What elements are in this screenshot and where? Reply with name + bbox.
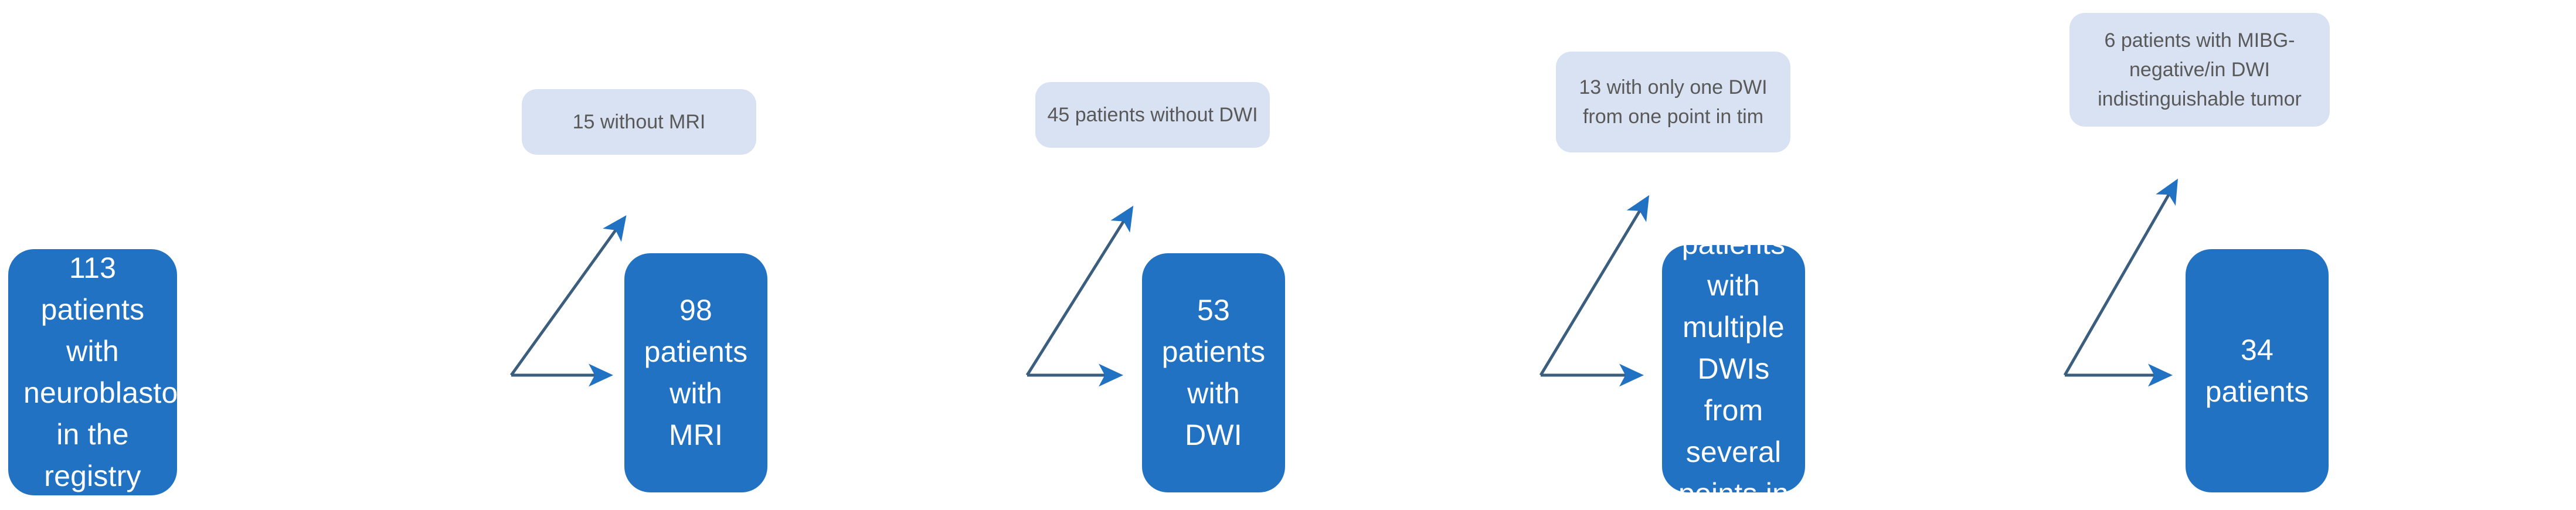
exclusion-node-15-without-mri[interactable]: 15 without MRI: [522, 89, 756, 155]
exclusion-node-label: 6 patients with MIBG-negative/in DWI ind…: [2098, 29, 2302, 111]
exclusion-node-6-mibg-negative[interactable]: 6 patients with MIBG-negative/in DWI ind…: [2069, 13, 2330, 127]
flow-node-label: 34 patients: [2205, 333, 2309, 408]
flow-node-label: 53 patients with DWI: [1161, 294, 1266, 451]
exclusion-node-label: 45 patients without DWI: [1047, 103, 1258, 126]
exclusion-node-13-one-dwi[interactable]: 13 with only one DWI from one point in t…: [1556, 52, 1790, 152]
connector-n2-e2: [1025, 205, 1134, 376]
flow-node-113-patients[interactable]: 113 patients with neuroblastoma in the r…: [8, 249, 219, 495]
flow-node-label: 113 patients with neuroblastoma in the r…: [23, 251, 219, 492]
exclusion-node-label: 15 without MRI: [572, 110, 706, 133]
exclusion-node-label: 13 with only one DWI from one point in t…: [1579, 76, 1768, 128]
flow-node-label: 40 patients with multiple DWIs from seve…: [1678, 185, 1789, 510]
flow-node-40-patients[interactable]: 40 patients with multiple DWIs from seve…: [1662, 186, 1805, 510]
connector-n3-e3: [1539, 195, 1650, 376]
exclusion-node-45-without-dwi[interactable]: 45 patients without DWI: [1035, 82, 1270, 148]
connector-n1-e1: [509, 215, 627, 376]
flow-node-34-patients[interactable]: 34 patients: [2186, 249, 2329, 492]
connector-n4-e4: [2063, 178, 2178, 376]
flow-node-53-patients[interactable]: 53 patients with DWI: [1142, 253, 1285, 492]
flow-node-label: 98 patients with MRI: [644, 294, 748, 451]
flow-node-98-patients[interactable]: 98 patients with MRI: [624, 253, 767, 492]
